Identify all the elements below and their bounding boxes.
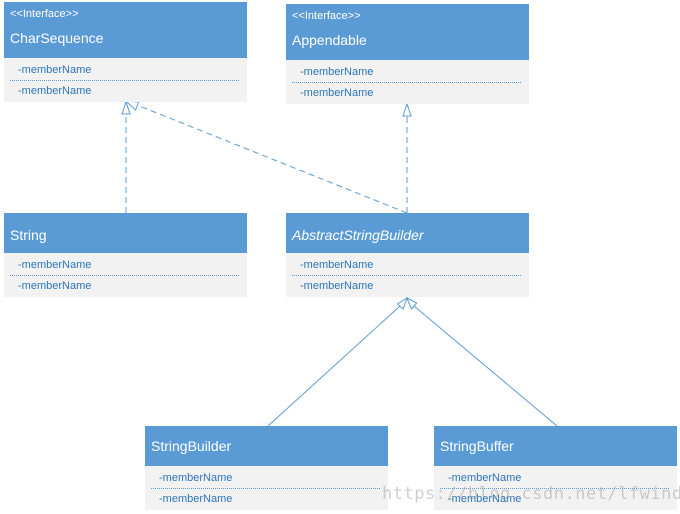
class-members: -memberName -memberName	[434, 466, 677, 510]
member-field: -memberName	[300, 66, 374, 78]
class-stringbuilder[interactable]: StringBuilder -memberName -memberName	[145, 426, 388, 510]
class-name: StringBuffer	[440, 438, 514, 454]
member-field: -memberName	[448, 493, 522, 505]
member-field: -memberName	[18, 85, 92, 97]
class-name: AbstractStringBuilder	[292, 227, 424, 243]
member-field: -memberName	[18, 64, 92, 76]
watermark-text: https://blog.csdn.net/lfwinds	[382, 484, 680, 504]
class-members: -memberName -memberName	[4, 58, 247, 102]
class-stringbuffer[interactable]: StringBuffer -memberName -memberName	[434, 426, 677, 510]
member-field: -memberName	[300, 259, 374, 271]
member-separator	[10, 80, 239, 81]
member-separator	[440, 488, 669, 489]
class-header: AbstractStringBuilder	[286, 213, 529, 253]
realization-arrowhead	[402, 102, 412, 117]
class-header: <<Interface>> CharSequence	[4, 2, 247, 58]
member-field: -memberName	[159, 472, 233, 484]
member-field: -memberName	[159, 493, 233, 505]
generalization-arrowhead	[406, 296, 418, 310]
member-field: -memberName	[18, 280, 92, 292]
class-name: CharSequence	[10, 30, 104, 46]
class-header: StringBuilder	[145, 426, 388, 466]
member-separator	[10, 275, 239, 276]
class-members: -memberName -memberName	[286, 253, 529, 297]
member-separator	[151, 488, 380, 489]
class-header: String	[4, 213, 247, 253]
stringbuffer-generalization	[413, 305, 558, 427]
class-name: String	[10, 227, 47, 243]
class-members: -memberName -memberName	[4, 253, 247, 297]
class-name: StringBuilder	[151, 438, 232, 454]
generalization-arrowhead	[396, 296, 408, 310]
member-field: -memberName	[300, 280, 374, 292]
stereotype-label: <<Interface>>	[292, 10, 361, 22]
abstractstringbuilder-charsequence-realization	[136, 104, 408, 214]
stereotype-label: <<Interface>>	[10, 8, 79, 20]
member-field: -memberName	[300, 87, 374, 99]
class-name: Appendable	[292, 32, 367, 48]
class-abstractstringbuilder[interactable]: AbstractStringBuilder -memberName -membe…	[286, 213, 529, 297]
class-members: -memberName -memberName	[145, 466, 388, 510]
member-field: -memberName	[18, 259, 92, 271]
realization-arrowhead	[121, 100, 131, 115]
class-appendable[interactable]: <<Interface>> Appendable -memberName -me…	[286, 4, 529, 104]
stringbuilder-generalization	[267, 305, 401, 427]
class-members: -memberName -memberName	[286, 60, 529, 104]
member-separator	[292, 275, 521, 276]
class-string[interactable]: String -memberName -memberName	[4, 213, 247, 297]
class-charsequence[interactable]: <<Interface>> CharSequence -memberName -…	[4, 2, 247, 102]
member-separator	[292, 82, 521, 83]
class-header: StringBuffer	[434, 426, 677, 466]
member-field: -memberName	[448, 472, 522, 484]
class-header: <<Interface>> Appendable	[286, 4, 529, 60]
